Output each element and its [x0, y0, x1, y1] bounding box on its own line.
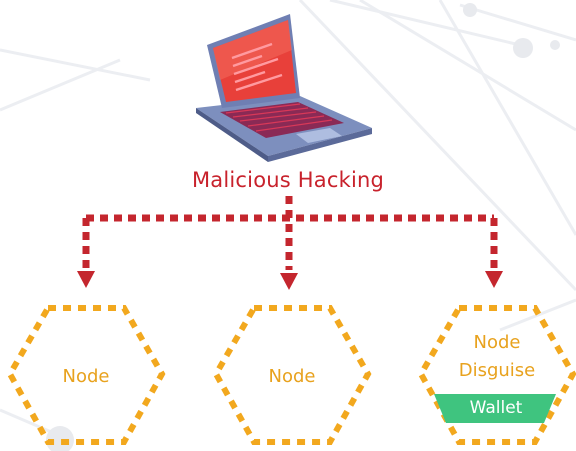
source-label: Malicious Hacking [191, 168, 385, 192]
laptop-icon [196, 14, 372, 162]
node-hexagon-2 [212, 305, 372, 445]
connector-lines [82, 196, 498, 270]
node-hexagon-3 [417, 305, 576, 445]
arrow-head-center [280, 273, 298, 290]
node-label-3-line2: Disguise [458, 360, 536, 381]
wallet-label: Wallet [469, 398, 523, 418]
wallet-badge [434, 394, 556, 423]
node-label-3-line1: Node [473, 332, 521, 353]
node-label-2: Node [268, 366, 316, 387]
node-outlines [6, 305, 576, 445]
arrow-head-left [77, 271, 95, 288]
arrow-head-right [485, 271, 503, 288]
arrow-heads [77, 271, 503, 290]
node-hexagon-1 [6, 305, 166, 445]
node-label-1: Node [62, 366, 110, 387]
